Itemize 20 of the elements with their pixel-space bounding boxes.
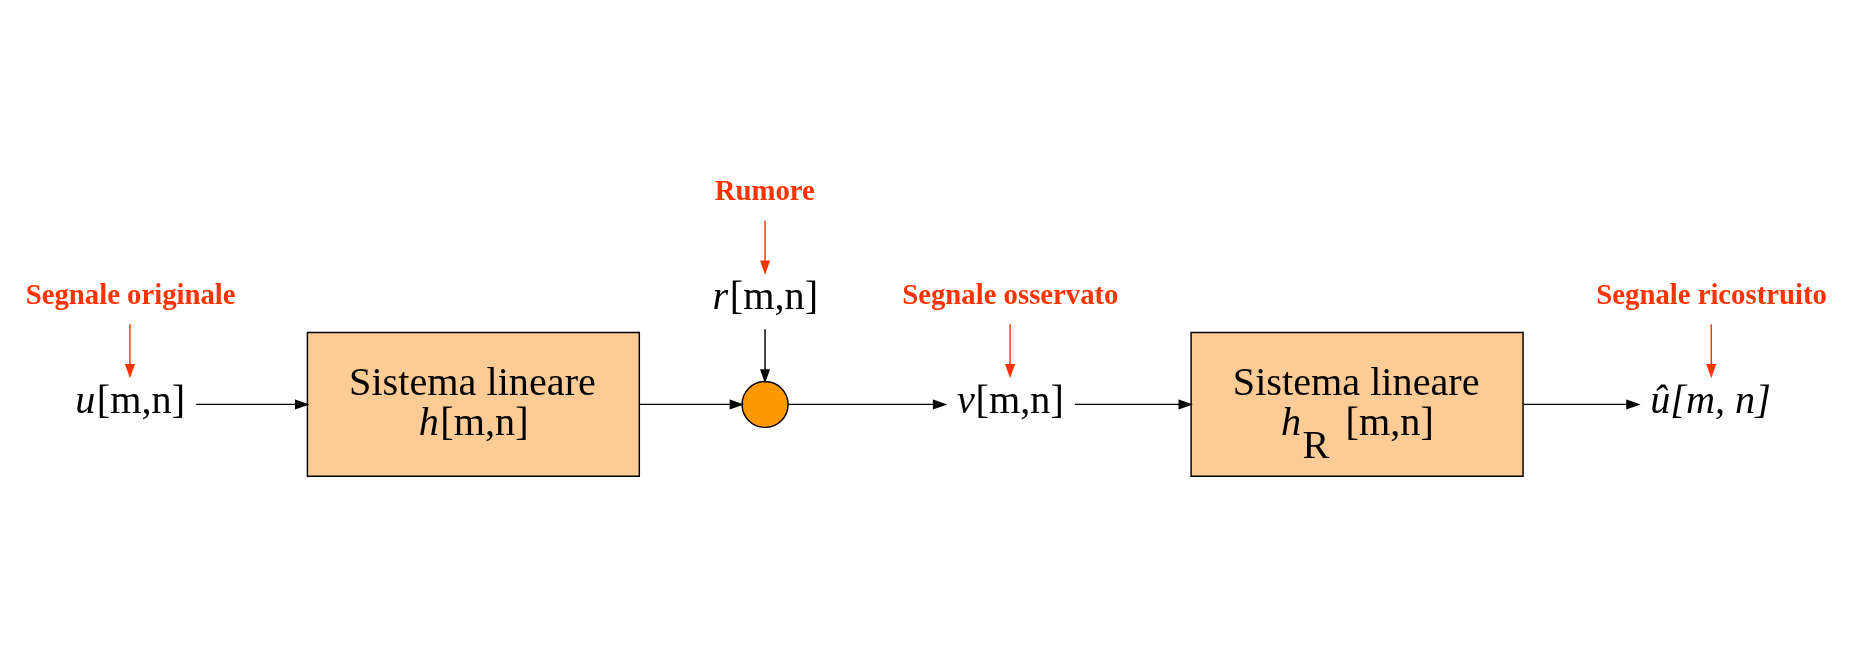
arrow [1074,399,1193,410]
node-circle [741,380,789,429]
arrow [760,220,771,275]
node-text: r[m,n] [712,273,819,319]
node-text: u[m,n] [75,376,186,422]
arrow [1005,323,1016,379]
node-box: Sistema lineare h[m,n] [306,331,641,477]
node-text: û[m, n] [1650,376,1771,422]
arrow [760,328,771,384]
arrow [787,399,948,410]
arrow [124,323,135,379]
node-text: Rumore [714,174,815,207]
arrow [1522,399,1641,410]
node-text: Segnale ricostruito [1596,277,1827,310]
arrow [1706,323,1717,379]
arrow [638,399,745,410]
node-text: v[m,n] [956,376,1064,422]
node-text: Segnale originale [25,277,236,310]
node-text: Segnale osservato [902,277,1119,310]
arrow [195,399,310,410]
